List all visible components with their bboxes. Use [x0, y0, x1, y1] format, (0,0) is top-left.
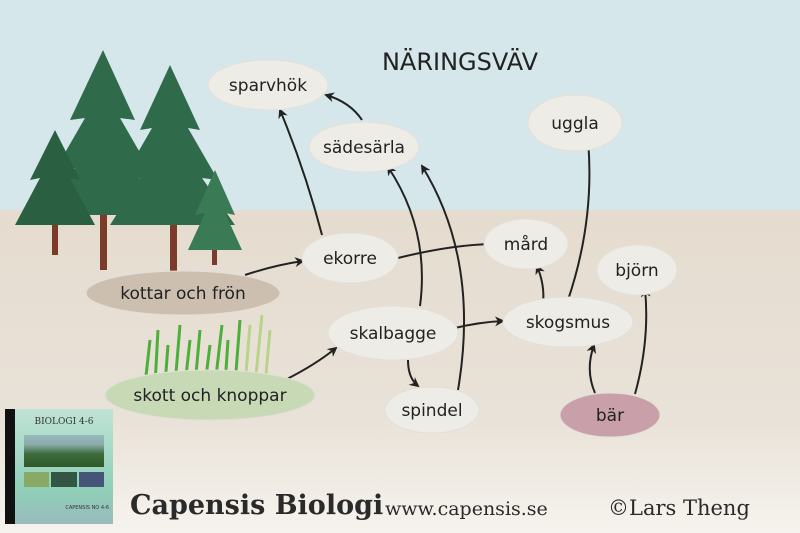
footer-url[interactable]: www.capensis.se	[385, 498, 548, 520]
node-ellipse	[327, 305, 459, 361]
arrow-sadesarla-to-sparvhok	[324, 92, 363, 121]
node-ellipse	[384, 386, 480, 434]
book-thumbnails	[24, 472, 104, 487]
node-ekorre: ekorre	[301, 232, 399, 284]
node-label: skott och knoppar	[133, 386, 286, 406]
node-label: skogsmus	[526, 313, 610, 333]
node-label: ekorre	[323, 249, 377, 269]
arrow-ekorre-to-mard	[397, 239, 494, 259]
arrow-skalbagge-to-skogsmus	[454, 316, 505, 329]
node-sparvhok: sparvhök	[207, 59, 329, 111]
arrow-skalbagge-to-spindel	[407, 359, 420, 388]
node-label: spindel	[401, 401, 462, 421]
node-sadesarla: sädesärla	[308, 121, 420, 173]
node-ellipse	[308, 121, 420, 173]
node-label: mård	[504, 234, 548, 255]
node-label: bär	[596, 406, 624, 426]
footer-copyright: ©Lars Theng	[608, 496, 750, 520]
node-bjorn: björn	[596, 244, 678, 296]
node-bar: bär	[559, 392, 661, 438]
node-ellipse	[527, 94, 623, 152]
node-ellipse	[104, 369, 316, 421]
arrow-kottar-to-ekorre	[244, 257, 305, 276]
node-label: uggla	[551, 114, 599, 134]
book-cover: BIOLOGI 4-6 CAPENSIS NO 4-6	[5, 409, 113, 524]
node-spindel: spindel	[384, 386, 480, 434]
arrow-ekorre-to-sparvhok	[278, 108, 323, 236]
node-label: sädesärla	[323, 138, 405, 158]
arrow-spindel-to-sadesarla	[420, 164, 465, 391]
node-ellipse	[502, 296, 634, 348]
arrow-skogsmus-to-uggla	[567, 138, 594, 301]
arrow-bar-to-bjorn	[634, 287, 651, 395]
node-skott: skott och knoppar	[104, 369, 316, 421]
footer-brand: Capensis Biologi	[130, 490, 384, 521]
book-title: BIOLOGI 4-6	[34, 417, 94, 427]
node-label: björn	[615, 261, 658, 281]
book-series: CAPENSIS NO 4-6	[65, 505, 109, 511]
node-kottar: kottar och frön	[85, 270, 281, 316]
trees-illustration	[15, 50, 242, 280]
node-ellipse	[483, 218, 569, 270]
book-photo	[24, 435, 104, 467]
node-skogsmus: skogsmus	[502, 296, 634, 348]
node-label: skalbagge	[350, 324, 437, 344]
node-ellipse	[207, 59, 329, 111]
node-ellipse	[596, 244, 678, 296]
arrow-bar-to-skogsmus	[586, 343, 596, 394]
arrow-skalbagge-to-sadesarla	[386, 165, 423, 307]
node-skalbagge: skalbagge	[327, 305, 459, 361]
node-ellipse	[85, 270, 281, 316]
node-uggla: uggla	[527, 94, 623, 152]
node-label: sparvhök	[229, 76, 307, 96]
node-ellipse	[559, 392, 661, 438]
arrow-skott-to-skalbagge	[284, 346, 338, 381]
node-ellipse	[301, 232, 399, 284]
node-label: kottar och frön	[120, 284, 245, 304]
node-mard: mård	[483, 218, 569, 270]
diagram-title: NÄRINGSVÄV	[382, 47, 539, 76]
